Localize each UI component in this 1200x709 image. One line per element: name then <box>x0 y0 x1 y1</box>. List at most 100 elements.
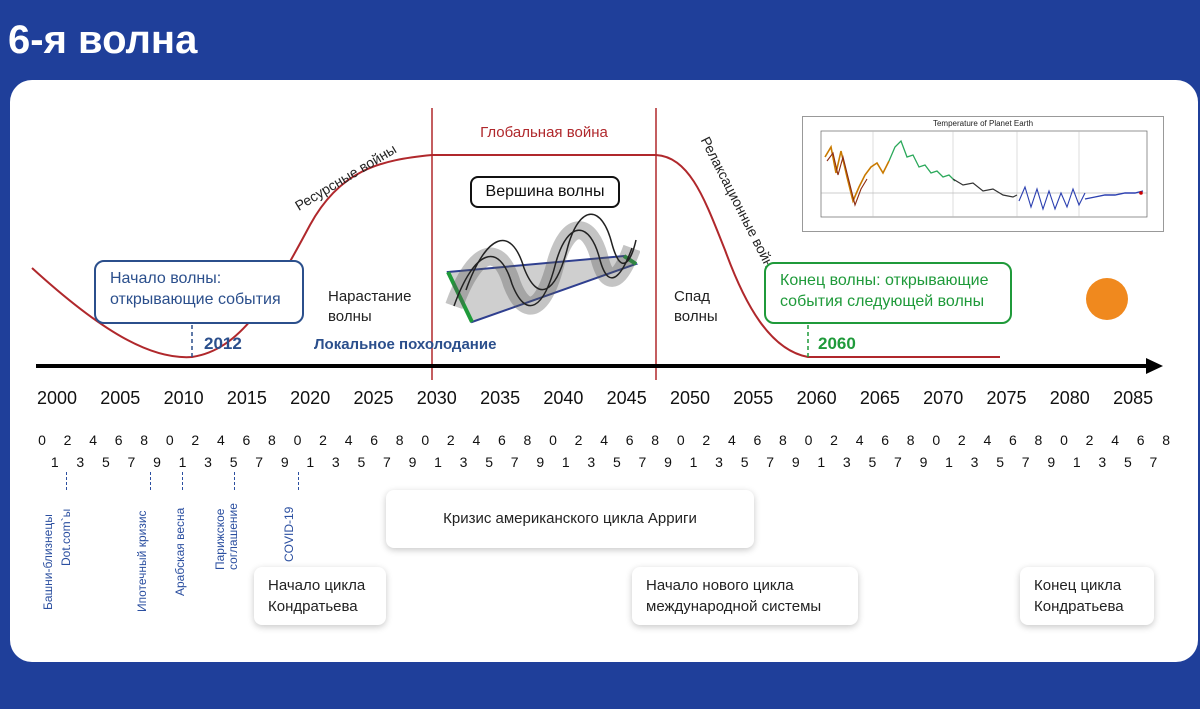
digit-even: 0 <box>293 432 302 448</box>
digit-odd: 7 <box>1021 454 1030 470</box>
global-war-label: Глобальная война <box>480 124 608 141</box>
digit-even: 0 <box>421 432 430 448</box>
digit-even: 8 <box>268 432 276 448</box>
digit-even: 0 <box>804 432 813 448</box>
digit-even: 8 <box>523 432 532 448</box>
digit-odd: 3 <box>459 454 468 470</box>
wave-start-line-2: открывающие события <box>110 291 281 308</box>
digit-odd: 3 <box>331 454 340 470</box>
timeline-arrowhead <box>1146 358 1163 374</box>
year-label: 2065 <box>859 388 900 408</box>
digit-even: 0 <box>932 432 941 448</box>
event-paris-agreement: Парижское соглашение <box>213 503 240 570</box>
digit-odd: 5 <box>229 454 238 470</box>
event-dotcom: Dot.com`ы <box>59 508 73 566</box>
new-system-line-2: международной системы <box>646 598 822 615</box>
digit-odd: 3 <box>970 454 979 470</box>
new-system-line-1: Начало нового цикла <box>646 577 794 594</box>
thumbnail-plot <box>820 130 1148 218</box>
digit-odd: 9 <box>1047 454 1056 470</box>
wave-surface-outline-top <box>465 213 637 291</box>
digit-odd: 9 <box>536 454 545 470</box>
digit-odd: 3 <box>715 454 723 470</box>
digit-even: 8 <box>906 432 915 448</box>
digit-odd: 7 <box>127 454 136 470</box>
digit-odd: 5 <box>612 454 621 470</box>
event-dash-arab <box>182 472 183 490</box>
wave-end-line-1: Конец волны: открывающие <box>780 272 989 289</box>
digit-even: 2 <box>63 432 72 448</box>
digit-odd: 1 <box>434 454 442 470</box>
wave-illustration <box>445 213 640 324</box>
digit-odd: 5 <box>101 454 110 470</box>
digit-even: 4 <box>983 432 992 448</box>
digit-odd: 1 <box>689 454 698 470</box>
digit-odd: 1 <box>306 454 315 470</box>
digit-odd: 3 <box>842 454 851 470</box>
digit-odd: 3 <box>1098 454 1107 470</box>
year-label: 2025 <box>353 388 394 408</box>
year-label: 2070 <box>923 388 964 408</box>
digit-even: 0 <box>676 432 685 448</box>
wave-start-line-1: Начало волны: <box>110 270 222 287</box>
digit-even: 4 <box>472 432 481 448</box>
digit-odd: 7 <box>383 454 391 470</box>
wave-end-callout: Конец волны: открывающие события следующ… <box>764 262 1012 324</box>
digit-odd: 3 <box>76 454 85 470</box>
digit-even: 6 <box>753 432 762 448</box>
thumbnail-title: Temperature of Planet Earth <box>932 119 1034 128</box>
event-dash-mortgage <box>150 472 151 490</box>
digit-odd: 3 <box>204 454 212 470</box>
digit-odd: 5 <box>740 454 749 470</box>
digit-odd: 7 <box>255 454 264 470</box>
digit-even: 4 <box>1111 432 1119 448</box>
local-cooling-label: Локальное похолодание <box>314 336 497 353</box>
digit-even: 8 <box>395 432 404 448</box>
digit-even: 4 <box>216 432 225 448</box>
wave-decline-line-2: волны <box>674 308 718 325</box>
digit-even: 4 <box>89 432 97 448</box>
digit-even: 4 <box>855 432 864 448</box>
digit-odd: 9 <box>919 454 928 470</box>
digit-even: 4 <box>600 432 608 448</box>
digit-even: 0 <box>38 432 46 448</box>
year-label: 2015 <box>226 388 267 408</box>
kondratiev-end-line-2: Кондратьева <box>1034 598 1124 615</box>
digit-even: 2 <box>446 432 455 448</box>
digit-odd: 5 <box>996 454 1005 470</box>
orange-circle <box>1086 278 1128 320</box>
digit-even: 6 <box>497 432 506 448</box>
digit-odd: 1 <box>1072 454 1081 470</box>
digit-odd: 3 <box>587 454 596 470</box>
slide-title: 6-я волна <box>8 18 198 62</box>
digit-odd: 5 <box>868 454 877 470</box>
digit-odd: 7 <box>894 454 902 470</box>
digit-even: 8 <box>651 432 660 448</box>
digit-even: 6 <box>242 432 251 448</box>
wave-rise-line-1: Нарастание <box>328 288 412 305</box>
digit-odd: 9 <box>153 454 161 470</box>
event-twin-towers: Башни-близнецы <box>41 514 55 610</box>
digit-even: 0 <box>549 432 557 448</box>
digit-odd: 9 <box>791 454 800 470</box>
event-dash-paris <box>234 472 235 490</box>
digit-even: 2 <box>957 432 966 448</box>
year-2012-label: 2012 <box>204 334 242 353</box>
year-label: 2055 <box>733 388 774 408</box>
wave-curve <box>31 154 1000 359</box>
year-label: 2040 <box>543 388 584 408</box>
wave-start-callout: Начало волны: открывающие события <box>94 260 304 324</box>
digit-odd: 9 <box>664 454 672 470</box>
temperature-thumbnail: Temperature of Planet Earth <box>802 116 1164 232</box>
event-mortgage-crisis: Ипотечный кризис <box>135 510 149 612</box>
digit-even: 0 <box>165 432 174 448</box>
digit-odd: 1 <box>50 454 59 470</box>
kondratiev-end-card: Конец цикла Кондратьева <box>1020 567 1154 625</box>
year-label: 2020 <box>290 388 331 408</box>
kondratiev-end-line-1: Конец цикла <box>1034 577 1122 594</box>
year-label: 2030 <box>416 388 457 408</box>
digit-even: 6 <box>881 432 890 448</box>
year-label: 2060 <box>796 388 837 408</box>
digit-odd: 5 <box>485 454 494 470</box>
